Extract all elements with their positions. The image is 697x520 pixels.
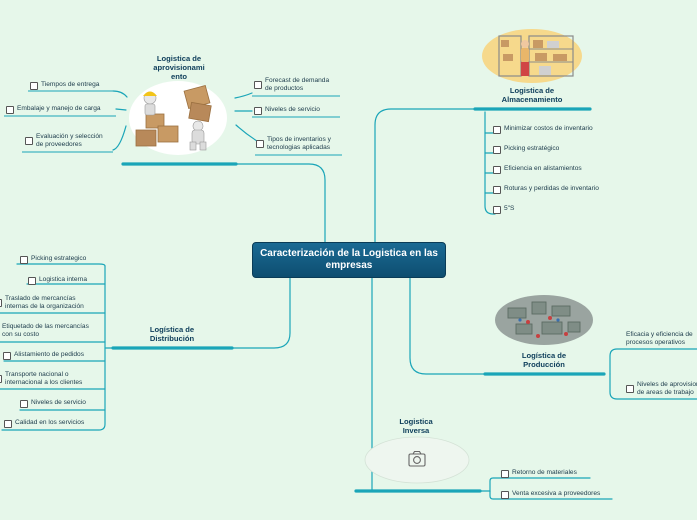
checkbox-icon[interactable] xyxy=(256,140,264,148)
link-central-distribucion xyxy=(231,277,291,349)
dist-item-0[interactable]: Picking estrategico xyxy=(20,255,86,264)
ap-item-tiempos[interactable]: Tiempos de entrega xyxy=(30,81,99,90)
link-central-almacenamiento xyxy=(374,108,476,243)
checkbox-icon[interactable] xyxy=(254,106,262,115)
distribucion-title[interactable]: Logística de Distribución xyxy=(149,325,195,343)
checkbox-icon[interactable] xyxy=(493,125,501,134)
link-dist-spine xyxy=(1,265,106,431)
inv-item-1[interactable]: Venta excesiva a proveedores xyxy=(501,490,600,499)
prod-item-0[interactable]: Eficacia y eficiencia de procesos operat… xyxy=(626,331,693,346)
checkbox-icon[interactable] xyxy=(3,351,11,360)
checkbox-icon[interactable] xyxy=(493,145,501,154)
checkbox-icon[interactable] xyxy=(501,490,509,499)
dist-item-4[interactable]: Alistamiento de pedidos xyxy=(3,351,84,360)
alm-item-3[interactable]: Roturas y perdidas de inventario xyxy=(493,185,599,194)
ap-item-niveles[interactable]: Niveles de servicio xyxy=(254,106,320,115)
checkbox-icon[interactable] xyxy=(20,255,28,264)
dist-item-1[interactable]: Logistica interna xyxy=(28,276,87,285)
checkbox-icon[interactable] xyxy=(6,105,14,114)
checkbox-icon[interactable] xyxy=(4,419,12,428)
checkbox-icon[interactable] xyxy=(501,469,509,478)
link-inv-spine xyxy=(479,477,591,492)
dist-item-2[interactable]: Traslado de mercancías internas de la or… xyxy=(0,295,84,311)
link-ap-forecast xyxy=(234,92,253,99)
aprovisionamiento-title[interactable]: Logistica de aprovisionami ento xyxy=(153,54,205,81)
checkbox-icon[interactable] xyxy=(493,165,501,174)
alm-item-4[interactable]: 5"S xyxy=(493,205,514,214)
link-ap-evaluacion xyxy=(112,125,127,151)
dist-item-7[interactable]: Calidad en los servicios xyxy=(4,419,84,428)
link-prod-spine xyxy=(609,373,697,400)
ap-item-tipos[interactable]: Tipos de inventarios y tecnologias aplic… xyxy=(256,136,331,152)
checkbox-icon[interactable] xyxy=(493,185,501,194)
checkbox-icon[interactable] xyxy=(28,276,36,285)
camera-icon xyxy=(408,450,426,467)
dist-item-6[interactable]: Niveles de servicio xyxy=(20,399,86,408)
checkbox-icon[interactable] xyxy=(20,399,28,408)
checkbox-icon[interactable] xyxy=(493,205,501,214)
link-central-produccion xyxy=(409,277,486,375)
ap-item-embalaje[interactable]: Embalaje y manejo de carga xyxy=(6,105,101,114)
link-ap-tipos xyxy=(235,124,258,142)
ap-item-forecast[interactable]: Forecast de demanda de productos xyxy=(254,77,329,93)
alm-item-1[interactable]: Picking estratégico xyxy=(493,145,559,154)
alm-item-0[interactable]: Minimizar costos de inventario xyxy=(493,125,593,134)
alm-item-2[interactable]: Eficiencia en alistamientos xyxy=(493,165,582,174)
dist-item-5[interactable]: Transporte nacional o internacional a lo… xyxy=(0,371,82,387)
central-topic-label: Caracterización de la Logistica en las e… xyxy=(260,248,438,271)
checkbox-icon[interactable] xyxy=(25,137,33,145)
link-ap-tiempos xyxy=(112,90,128,98)
link-ap-embalaje xyxy=(115,108,127,111)
factory-floor-illustration xyxy=(495,295,593,345)
inversa-title[interactable]: Logistica Inversa xyxy=(399,417,433,435)
image-placeholder xyxy=(364,436,470,484)
checkbox-icon[interactable] xyxy=(254,81,262,89)
link-central-aprovisionamiento xyxy=(235,163,326,243)
central-topic[interactable]: Caracterización de la Logistica en las e… xyxy=(252,242,446,278)
ap-item-evaluacion[interactable]: Evaluación y selección de proveedores xyxy=(25,133,103,149)
inv-item-0[interactable]: Retorno de materiales xyxy=(501,469,577,478)
produccion-title[interactable]: Logística de Producción xyxy=(521,351,567,369)
link-alm-spine xyxy=(484,111,496,215)
checkbox-icon[interactable] xyxy=(0,299,2,307)
warehouse-shelves-illustration xyxy=(482,29,582,83)
almacenamiento-title[interactable]: Logistica de Almacenamiento xyxy=(501,86,563,104)
delivery-workers-illustration xyxy=(129,81,227,155)
checkbox-icon[interactable] xyxy=(30,81,38,90)
checkbox-icon[interactable] xyxy=(626,385,634,393)
checkbox-icon[interactable] xyxy=(0,375,2,383)
dist-item-3[interactable]: Etiquetado de las mercancías con su cost… xyxy=(2,323,89,338)
